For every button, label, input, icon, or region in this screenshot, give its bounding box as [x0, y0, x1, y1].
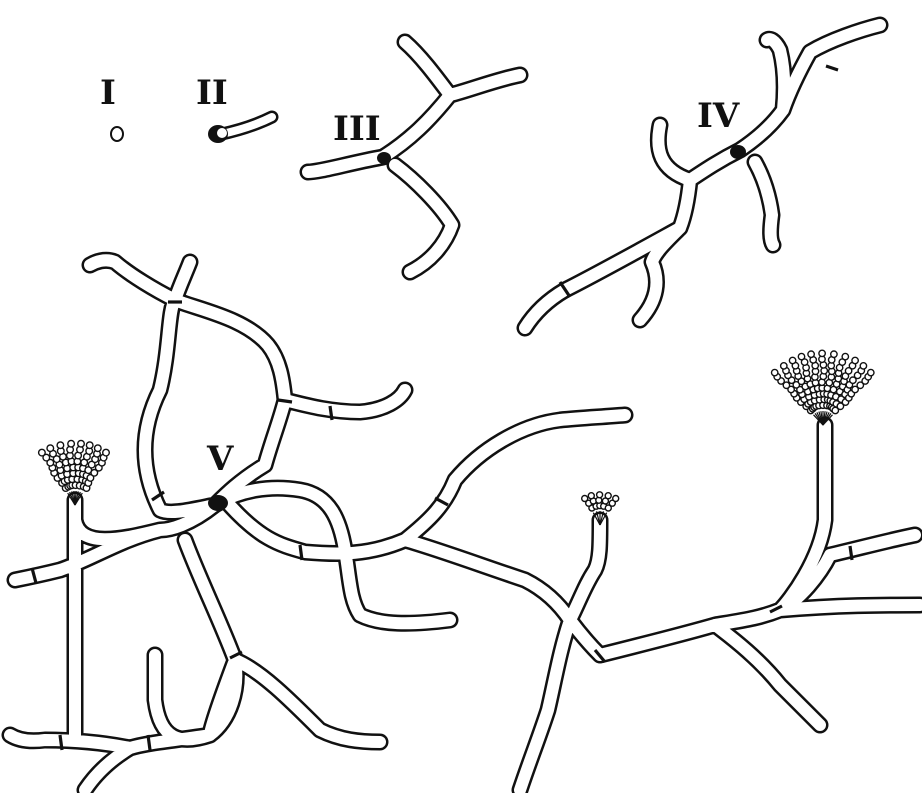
- conidium: [868, 369, 874, 375]
- label-stage-iv: IV: [697, 96, 740, 136]
- conidium: [831, 351, 837, 357]
- conidium: [86, 442, 93, 449]
- conidiophore-right: [772, 350, 875, 425]
- conidium: [852, 357, 858, 363]
- conidium: [613, 496, 619, 502]
- label-stage-ii: II: [196, 73, 228, 113]
- conidiophore-middle: [582, 492, 619, 525]
- conidium: [47, 445, 54, 452]
- conidium: [588, 493, 594, 499]
- conidium: [798, 353, 804, 359]
- conidium: [860, 363, 866, 369]
- stage-v-mycelium: [10, 260, 920, 790]
- label-stage-i: I: [100, 73, 116, 113]
- conidium: [605, 493, 611, 499]
- stage-i-spore: [111, 127, 123, 141]
- conidium: [39, 449, 46, 456]
- label-stage-v: V: [206, 439, 234, 479]
- stage-iv-mycelium: [525, 25, 880, 328]
- conidium: [95, 445, 102, 452]
- conidium: [597, 492, 603, 498]
- conidium: [819, 350, 825, 356]
- conidium: [808, 351, 814, 357]
- conidiophore-left: [39, 440, 110, 505]
- conidium: [57, 442, 64, 449]
- conidium: [68, 440, 75, 447]
- conidium: [781, 363, 787, 369]
- conidium: [789, 357, 795, 363]
- conidium: [582, 496, 588, 502]
- conidium: [78, 440, 85, 447]
- stage-iii-mycelium: [308, 42, 520, 272]
- conidium: [103, 449, 110, 456]
- label-stage-iii: III: [333, 109, 381, 149]
- conidium: [772, 369, 778, 375]
- stage-ii-germ-tube: [208, 117, 272, 143]
- conidium: [842, 353, 848, 359]
